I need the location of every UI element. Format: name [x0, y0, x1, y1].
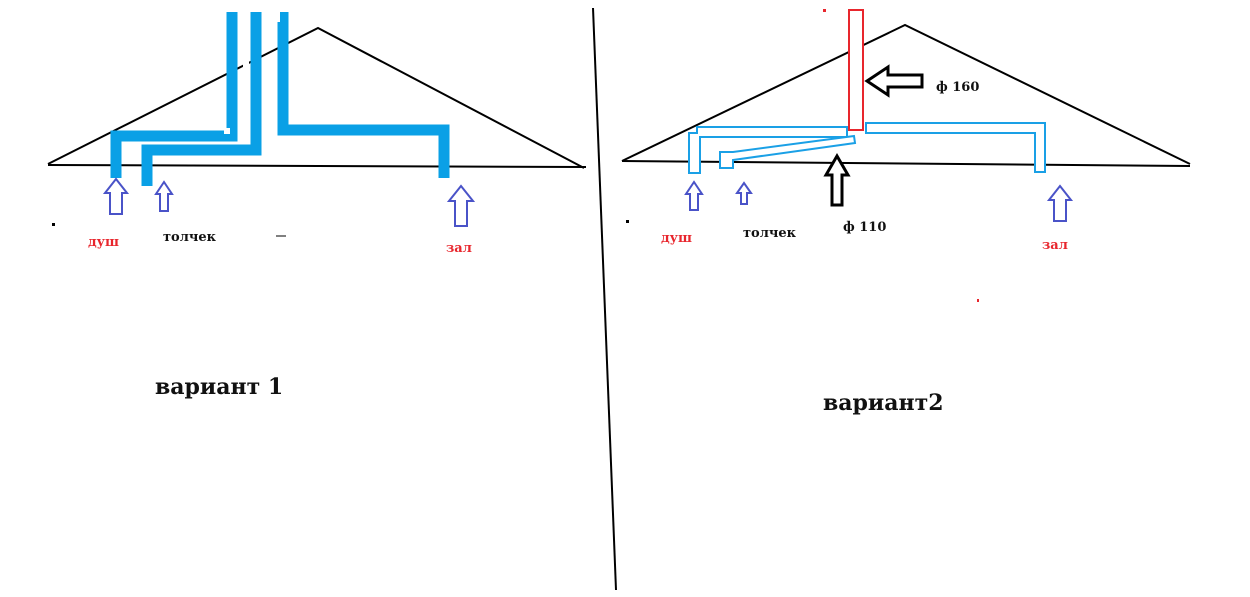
v2-label-d110: ф 110: [843, 220, 886, 235]
v2-red-dot-2: [977, 299, 979, 302]
up-arrow-icon: [446, 184, 476, 227]
v1-stack-gap: [243, 12, 249, 122]
v1-pipes: [110, 12, 450, 186]
v2-label-d160: ф 160: [936, 80, 979, 95]
v1-roof-outline: [47, 26, 585, 169]
v2-arrows: [684, 180, 1074, 222]
v1-label-hall: зал: [446, 241, 472, 256]
v2-pipe-shower: [688, 126, 848, 174]
v1-title: вариант 1: [155, 374, 283, 400]
up-arrow-icon: [154, 180, 174, 212]
v1-label-shower: душ: [88, 235, 119, 250]
v2-red-dot: [823, 9, 826, 12]
v2-title: вариант2: [823, 390, 944, 416]
divider-line: [592, 7, 617, 591]
up-arrow-icon: [1046, 184, 1074, 222]
variant1-scheme: душ толчек зал вариант 1: [47, 12, 587, 400]
v2-black-arrows: [823, 64, 924, 207]
left-arrow-icon: [864, 64, 924, 98]
v2-riser-d160: [848, 9, 864, 131]
v1-pipe-toilet: [141, 12, 262, 186]
v2-label-toilet: толчек: [743, 226, 797, 241]
v2-dot: [626, 220, 629, 223]
v1-dot: [52, 223, 55, 226]
v2-label-hall: зал: [1042, 238, 1068, 253]
v1-pipe-shower: [110, 12, 238, 178]
v1-pipe-hall: [277, 12, 450, 178]
up-arrow-icon: [735, 181, 753, 205]
up-arrow-icon: [102, 177, 130, 215]
v1-floor-line: [47, 164, 587, 168]
v1-stack-cap: [274, 12, 280, 22]
v1-arrows: [102, 177, 476, 227]
v1-stack-notch: [224, 128, 230, 134]
v2-roof-outline: [621, 23, 1191, 165]
v2-pipes: [688, 122, 1046, 174]
v2-floor-line: [621, 160, 1191, 167]
v1-label-toilet: толчек: [163, 230, 217, 245]
v2-pipe-toilet: [719, 134, 857, 169]
variant2-scheme: ф 160 ф 110 душ толчек зал вариант2: [621, 9, 1191, 416]
v2-label-shower: душ: [661, 231, 692, 246]
up-arrow-icon: [823, 153, 851, 207]
v2-pipe-hall: [865, 122, 1046, 173]
up-arrow-icon: [684, 180, 704, 211]
